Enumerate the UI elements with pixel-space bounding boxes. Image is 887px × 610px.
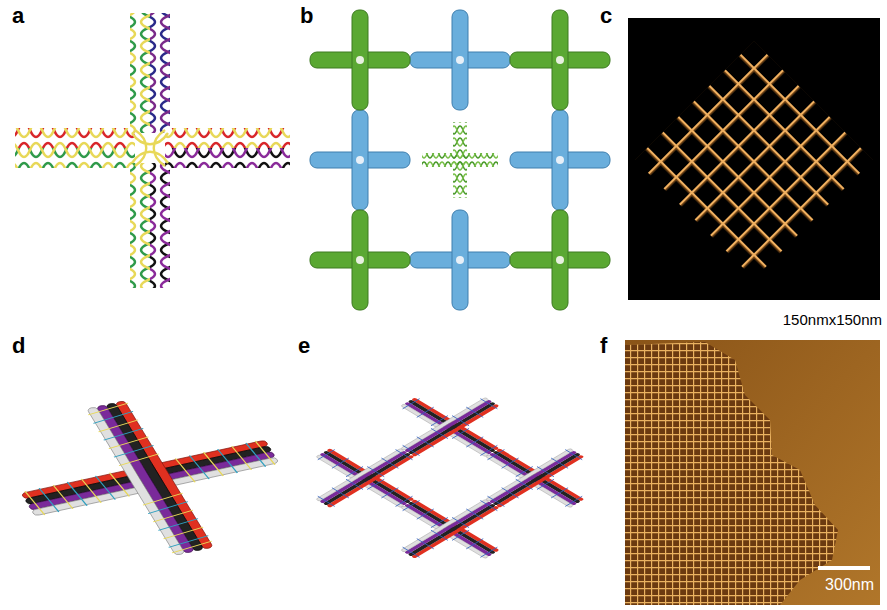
panel-letter: d — [12, 334, 25, 358]
panel-letter: c — [600, 4, 612, 28]
tile-lattice — [310, 10, 610, 310]
cross-tile-3d — [0, 378, 317, 578]
panel-letter: e — [298, 334, 310, 358]
dna-tile — [15, 13, 290, 288]
panel-letter: b — [300, 4, 313, 28]
image-size: 150nmx150nm — [783, 312, 882, 329]
panel-letter: f — [600, 334, 607, 358]
afm-image — [625, 340, 880, 605]
scale-bar-label: 300nm — [825, 576, 874, 594]
panel-letter: a — [12, 4, 24, 28]
afm-image — [628, 18, 880, 300]
tile-ring-3d — [280, 376, 619, 580]
